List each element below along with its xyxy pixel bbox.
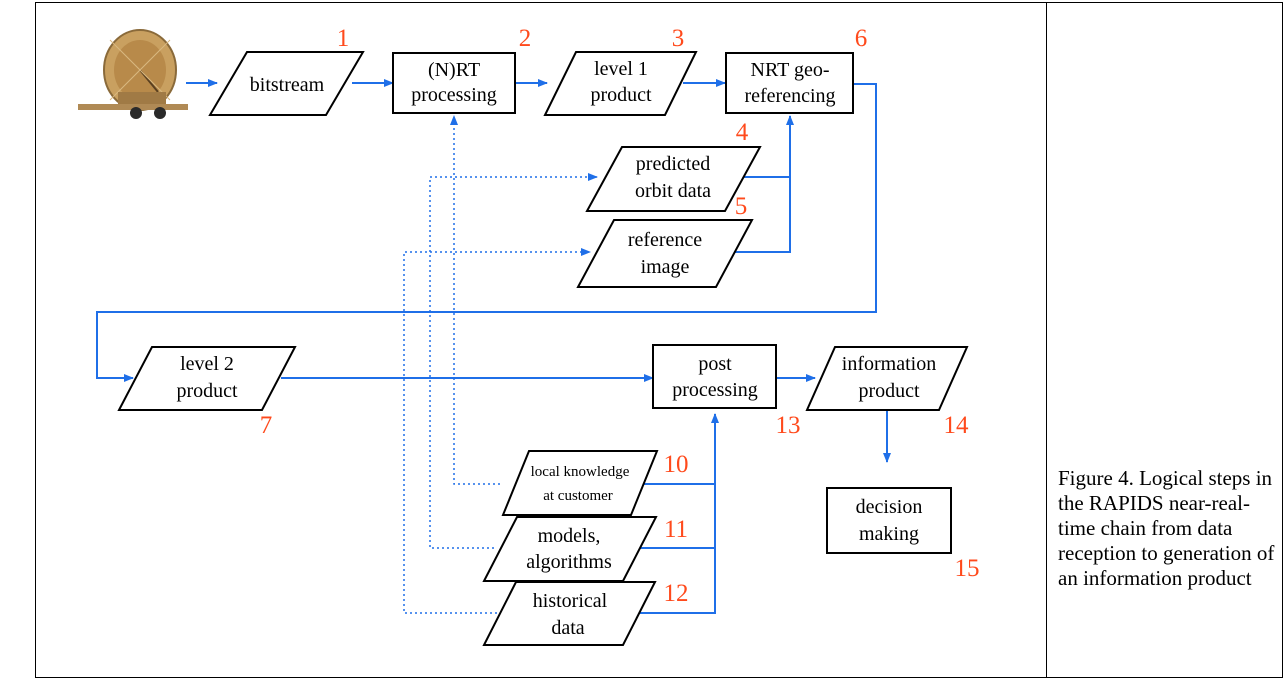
step-number-2: 2 bbox=[519, 25, 532, 52]
dotted-connectors bbox=[403, 115, 598, 614]
node-shapes bbox=[117, 51, 969, 646]
label-orbit-line2: orbit data bbox=[635, 180, 711, 202]
label-historical-line1: historical bbox=[533, 590, 608, 612]
label-infoproduct-line1: information bbox=[842, 353, 936, 375]
step-number-13: 13 bbox=[776, 412, 801, 439]
label-decision-line2: making bbox=[859, 523, 919, 545]
edge-historical-reference bbox=[403, 248, 591, 614]
edge-models-orbit bbox=[429, 173, 598, 549]
label-local-line2: at customer bbox=[543, 488, 613, 504]
step-number-1: 1 bbox=[337, 25, 350, 52]
step-number-6: 6 bbox=[855, 25, 868, 52]
label-georef-line1: NRT geo- bbox=[751, 59, 830, 81]
node-level1-product bbox=[543, 51, 698, 116]
step-numbers: 1 2 3 6 4 5 7 13 14 15 10 11 12 bbox=[260, 25, 980, 607]
node-geo-referencing bbox=[725, 52, 854, 114]
satellite-dish-trailer-icon bbox=[78, 29, 188, 119]
label-level2-line2: product bbox=[176, 380, 238, 402]
label-models-line2: algorithms bbox=[526, 551, 612, 573]
node-reference-image bbox=[576, 219, 754, 288]
step-number-15: 15 bbox=[955, 555, 980, 582]
step-number-12: 12 bbox=[664, 580, 689, 607]
edge-georef-level2 bbox=[96, 83, 877, 382]
step-number-7: 7 bbox=[260, 412, 273, 439]
label-local-line1: local knowledge bbox=[531, 464, 630, 480]
step-number-5: 5 bbox=[735, 193, 748, 220]
step-number-11: 11 bbox=[664, 516, 688, 543]
label-level1-line2: product bbox=[590, 84, 652, 106]
label-models-line1: models, bbox=[538, 525, 601, 547]
step-number-3: 3 bbox=[672, 25, 685, 52]
figure-caption: Figure 4. Logical steps in the RAPIDS ne… bbox=[1058, 466, 1275, 590]
edge-local-processing bbox=[450, 115, 500, 485]
node-nrt-processing bbox=[392, 52, 516, 114]
label-level2-line1: level 2 bbox=[180, 353, 234, 375]
node-level2-product bbox=[117, 346, 297, 411]
label-nrt-processing-line2: processing bbox=[411, 84, 497, 106]
label-bitstream: bitstream bbox=[250, 74, 325, 96]
edge-historical-post bbox=[638, 484, 716, 614]
solid-connectors bbox=[96, 79, 891, 614]
label-nrt-processing-line1: (N)RT bbox=[428, 59, 480, 81]
step-number-10: 10 bbox=[664, 451, 689, 478]
node-predicted-orbit-data bbox=[585, 146, 762, 212]
label-post-line2: processing bbox=[672, 379, 758, 401]
label-georef-line2: referencing bbox=[744, 85, 835, 107]
label-orbit-line1: predicted bbox=[636, 153, 710, 175]
label-post-line1: post bbox=[698, 353, 732, 375]
node-post-processing bbox=[652, 344, 777, 409]
node-local-knowledge bbox=[501, 450, 659, 516]
node-information-product bbox=[805, 346, 969, 411]
label-historical-line2: data bbox=[551, 617, 584, 639]
label-level1-line1: level 1 bbox=[594, 58, 648, 80]
node-decision-making bbox=[826, 487, 952, 554]
label-infoproduct-line2: product bbox=[858, 380, 920, 402]
caption-divider bbox=[1046, 2, 1047, 678]
node-labels: bitstream (N)RT processing level 1 produ… bbox=[176, 58, 936, 639]
label-reference-line2: image bbox=[641, 256, 690, 278]
label-decision-line1: decision bbox=[856, 496, 923, 518]
node-historical-data bbox=[482, 581, 657, 646]
label-reference-line1: reference bbox=[628, 229, 702, 251]
step-number-4: 4 bbox=[736, 119, 749, 146]
step-number-14: 14 bbox=[944, 412, 970, 439]
flow-diagram: bitstream (N)RT processing level 1 produ… bbox=[78, 25, 980, 646]
node-bitstream bbox=[208, 51, 365, 116]
